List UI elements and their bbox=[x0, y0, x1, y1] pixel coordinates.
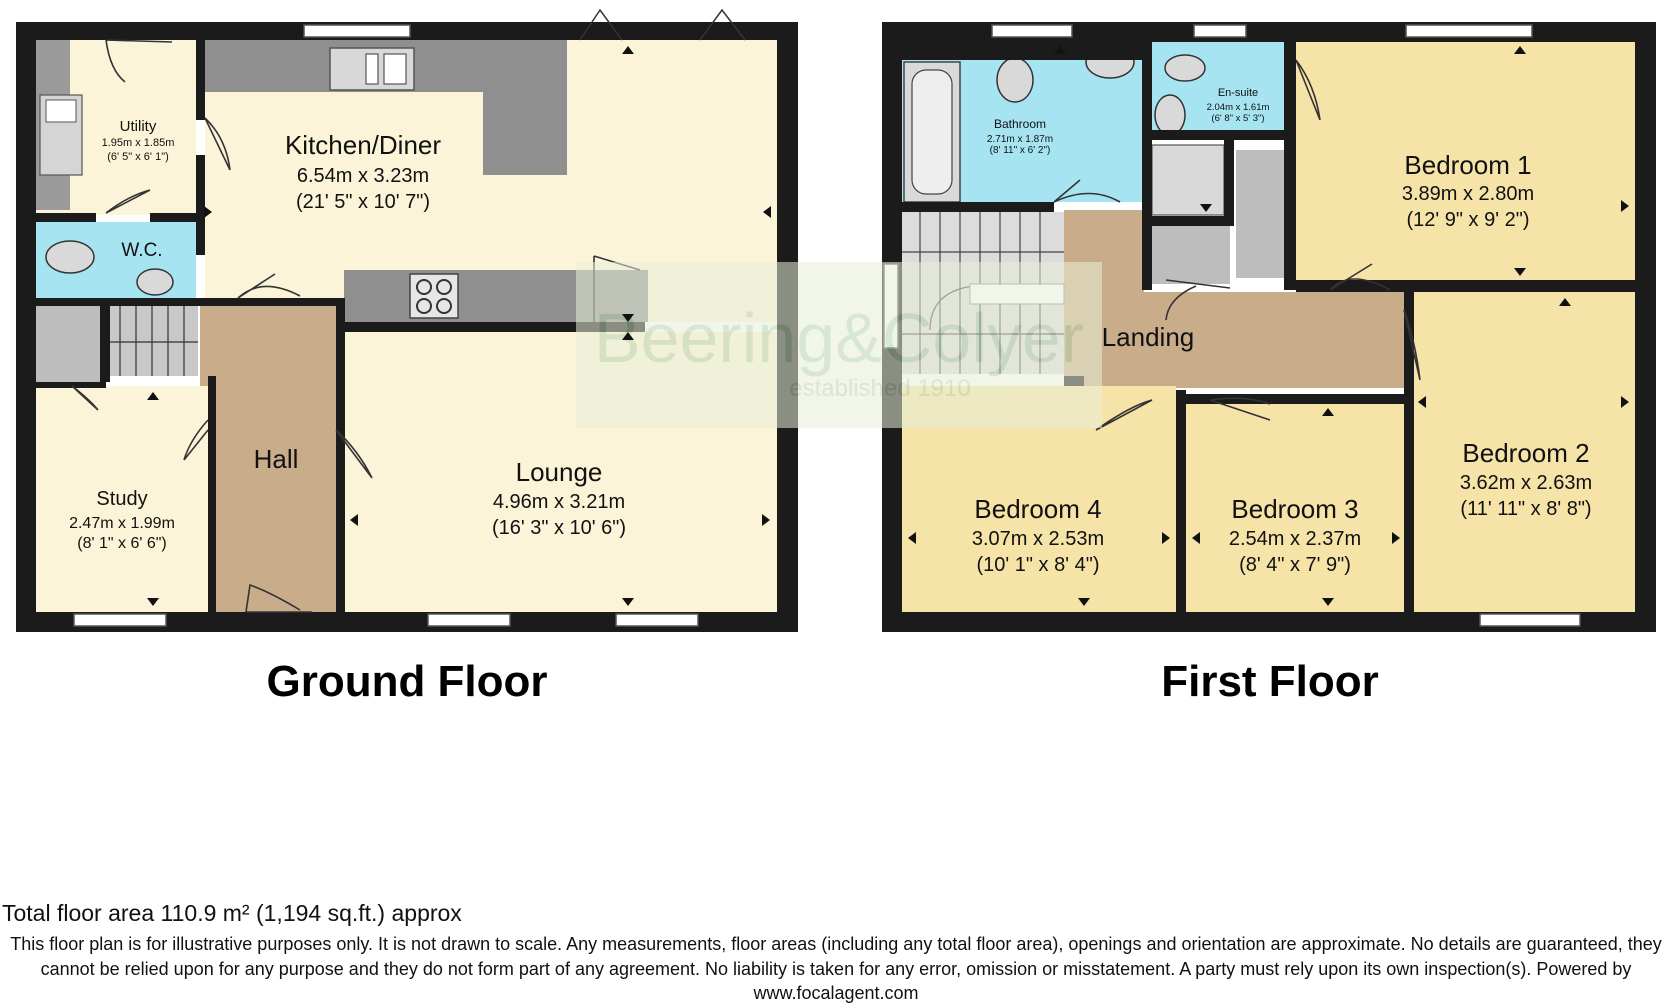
dimension-markers bbox=[147, 46, 1629, 606]
hob-ring bbox=[436, 298, 452, 314]
bedroom1-metric: 3.89m x 2.80m bbox=[1402, 183, 1534, 205]
landing-floor-2 bbox=[1064, 292, 1404, 388]
hall-name: Hall bbox=[254, 444, 299, 474]
room-labels: Utility 1.95m x 1.85m (6' 5" x 6' 1") Ki… bbox=[69, 87, 1592, 576]
hall-floor bbox=[200, 306, 336, 612]
stairs-ground bbox=[110, 306, 198, 376]
bedroom3-metric: 2.54m x 2.37m bbox=[1229, 528, 1361, 550]
ground-windows bbox=[73, 24, 699, 627]
bedroom1-name: Bedroom 1 bbox=[1404, 150, 1531, 180]
ground-floor-title: Ground Floor bbox=[266, 657, 547, 706]
bedroom2-floor bbox=[1412, 292, 1635, 612]
disclaimer-text: This floor plan is for illustrative purp… bbox=[10, 934, 1662, 1003]
kitchen-sink-bowl bbox=[365, 53, 379, 85]
bathroom-imperial: (8' 11" x 6' 2") bbox=[990, 145, 1051, 156]
stairs-treads-ground bbox=[110, 306, 198, 376]
agent-watermark: Beering&Colyer established 1910 bbox=[576, 262, 1102, 428]
ensuite-name: En-suite bbox=[1218, 87, 1258, 99]
ensuite-imperial: (6' 8" x 5' 3") bbox=[1211, 113, 1264, 124]
hob-ring bbox=[436, 279, 452, 295]
study-name: Study bbox=[96, 488, 147, 510]
first-floor-title: First Floor bbox=[1161, 657, 1379, 706]
ensuite-basin bbox=[1164, 54, 1206, 82]
bedroom4-metric: 3.07m x 2.53m bbox=[972, 528, 1104, 550]
hob-ring bbox=[416, 279, 432, 295]
kitchen-sink-bowl-2 bbox=[383, 53, 407, 85]
bedroom2-metric: 3.62m x 2.63m bbox=[1460, 472, 1592, 494]
kitchen-metric: 6.54m x 3.23m bbox=[297, 165, 429, 187]
bathroom-metric: 2.71m x 1.87m bbox=[987, 134, 1053, 145]
floor-plan: Beering&Colyer established 1910 Utility … bbox=[16, 8, 1656, 706]
wardrobe bbox=[1236, 150, 1284, 278]
cupboard bbox=[1150, 226, 1230, 284]
landing-name: Landing bbox=[1102, 322, 1195, 352]
total-floor-area: Total floor area 110.9 m² (1,194 sq.ft.)… bbox=[2, 900, 462, 926]
utility-sink-bowl bbox=[45, 99, 77, 123]
study-imperial: (8' 1" x 6' 6") bbox=[77, 535, 167, 552]
first-doors bbox=[1053, 59, 1421, 431]
study-metric: 2.47m x 1.99m bbox=[69, 515, 175, 532]
bathroom-toilet bbox=[996, 57, 1034, 103]
wc-toilet bbox=[45, 240, 95, 274]
bedroom1-floor bbox=[1296, 42, 1635, 280]
kitchen-name: Kitchen/Diner bbox=[285, 130, 441, 160]
wc-name: W.C. bbox=[121, 240, 162, 261]
lounge-metric: 4.96m x 3.21m bbox=[493, 491, 625, 513]
bathroom-name: Bathroom bbox=[994, 117, 1046, 131]
kitchen-imperial: (21' 5" x 10' 7") bbox=[296, 191, 430, 213]
ensuite-metric: 2.04m x 1.61m bbox=[1207, 102, 1270, 113]
kitchen-french-doors bbox=[579, 8, 746, 41]
utility-name: Utility bbox=[120, 118, 157, 135]
store-floor bbox=[36, 306, 104, 384]
utility-imperial: (6' 5" x 6' 1") bbox=[107, 151, 169, 163]
lounge-imperial: (16' 3" x 10' 6") bbox=[492, 517, 626, 539]
ensuite-shower bbox=[1151, 144, 1225, 216]
kitchen-worktop bbox=[205, 40, 567, 175]
bedroom2-name: Bedroom 2 bbox=[1462, 438, 1589, 468]
hob bbox=[409, 273, 459, 319]
ensuite-toilet bbox=[1154, 94, 1186, 136]
wc-basin bbox=[136, 268, 174, 296]
bedroom3-imperial: (8' 4" x 7' 9") bbox=[1239, 554, 1351, 576]
bedroom2-imperial: (11' 11" x 8' 8") bbox=[1460, 498, 1591, 520]
bedroom3-name: Bedroom 3 bbox=[1231, 494, 1358, 524]
watermark-sub: established 1910 bbox=[789, 375, 970, 402]
watermark-box bbox=[576, 262, 1102, 428]
bedroom4-name: Bedroom 4 bbox=[974, 494, 1101, 524]
bedroom1-imperial: (12' 9" x 9' 2") bbox=[1407, 209, 1530, 231]
bedroom4-imperial: (10' 1" x 8' 4") bbox=[977, 554, 1100, 576]
bath-inner bbox=[911, 69, 953, 195]
utility-metric: 1.95m x 1.85m bbox=[102, 137, 175, 149]
hob-ring bbox=[416, 298, 432, 314]
bedroom3-floor bbox=[1184, 400, 1406, 612]
watermark-name: Beering&Colyer bbox=[594, 299, 1084, 377]
study-floor bbox=[36, 386, 208, 612]
lounge-name: Lounge bbox=[516, 457, 603, 487]
